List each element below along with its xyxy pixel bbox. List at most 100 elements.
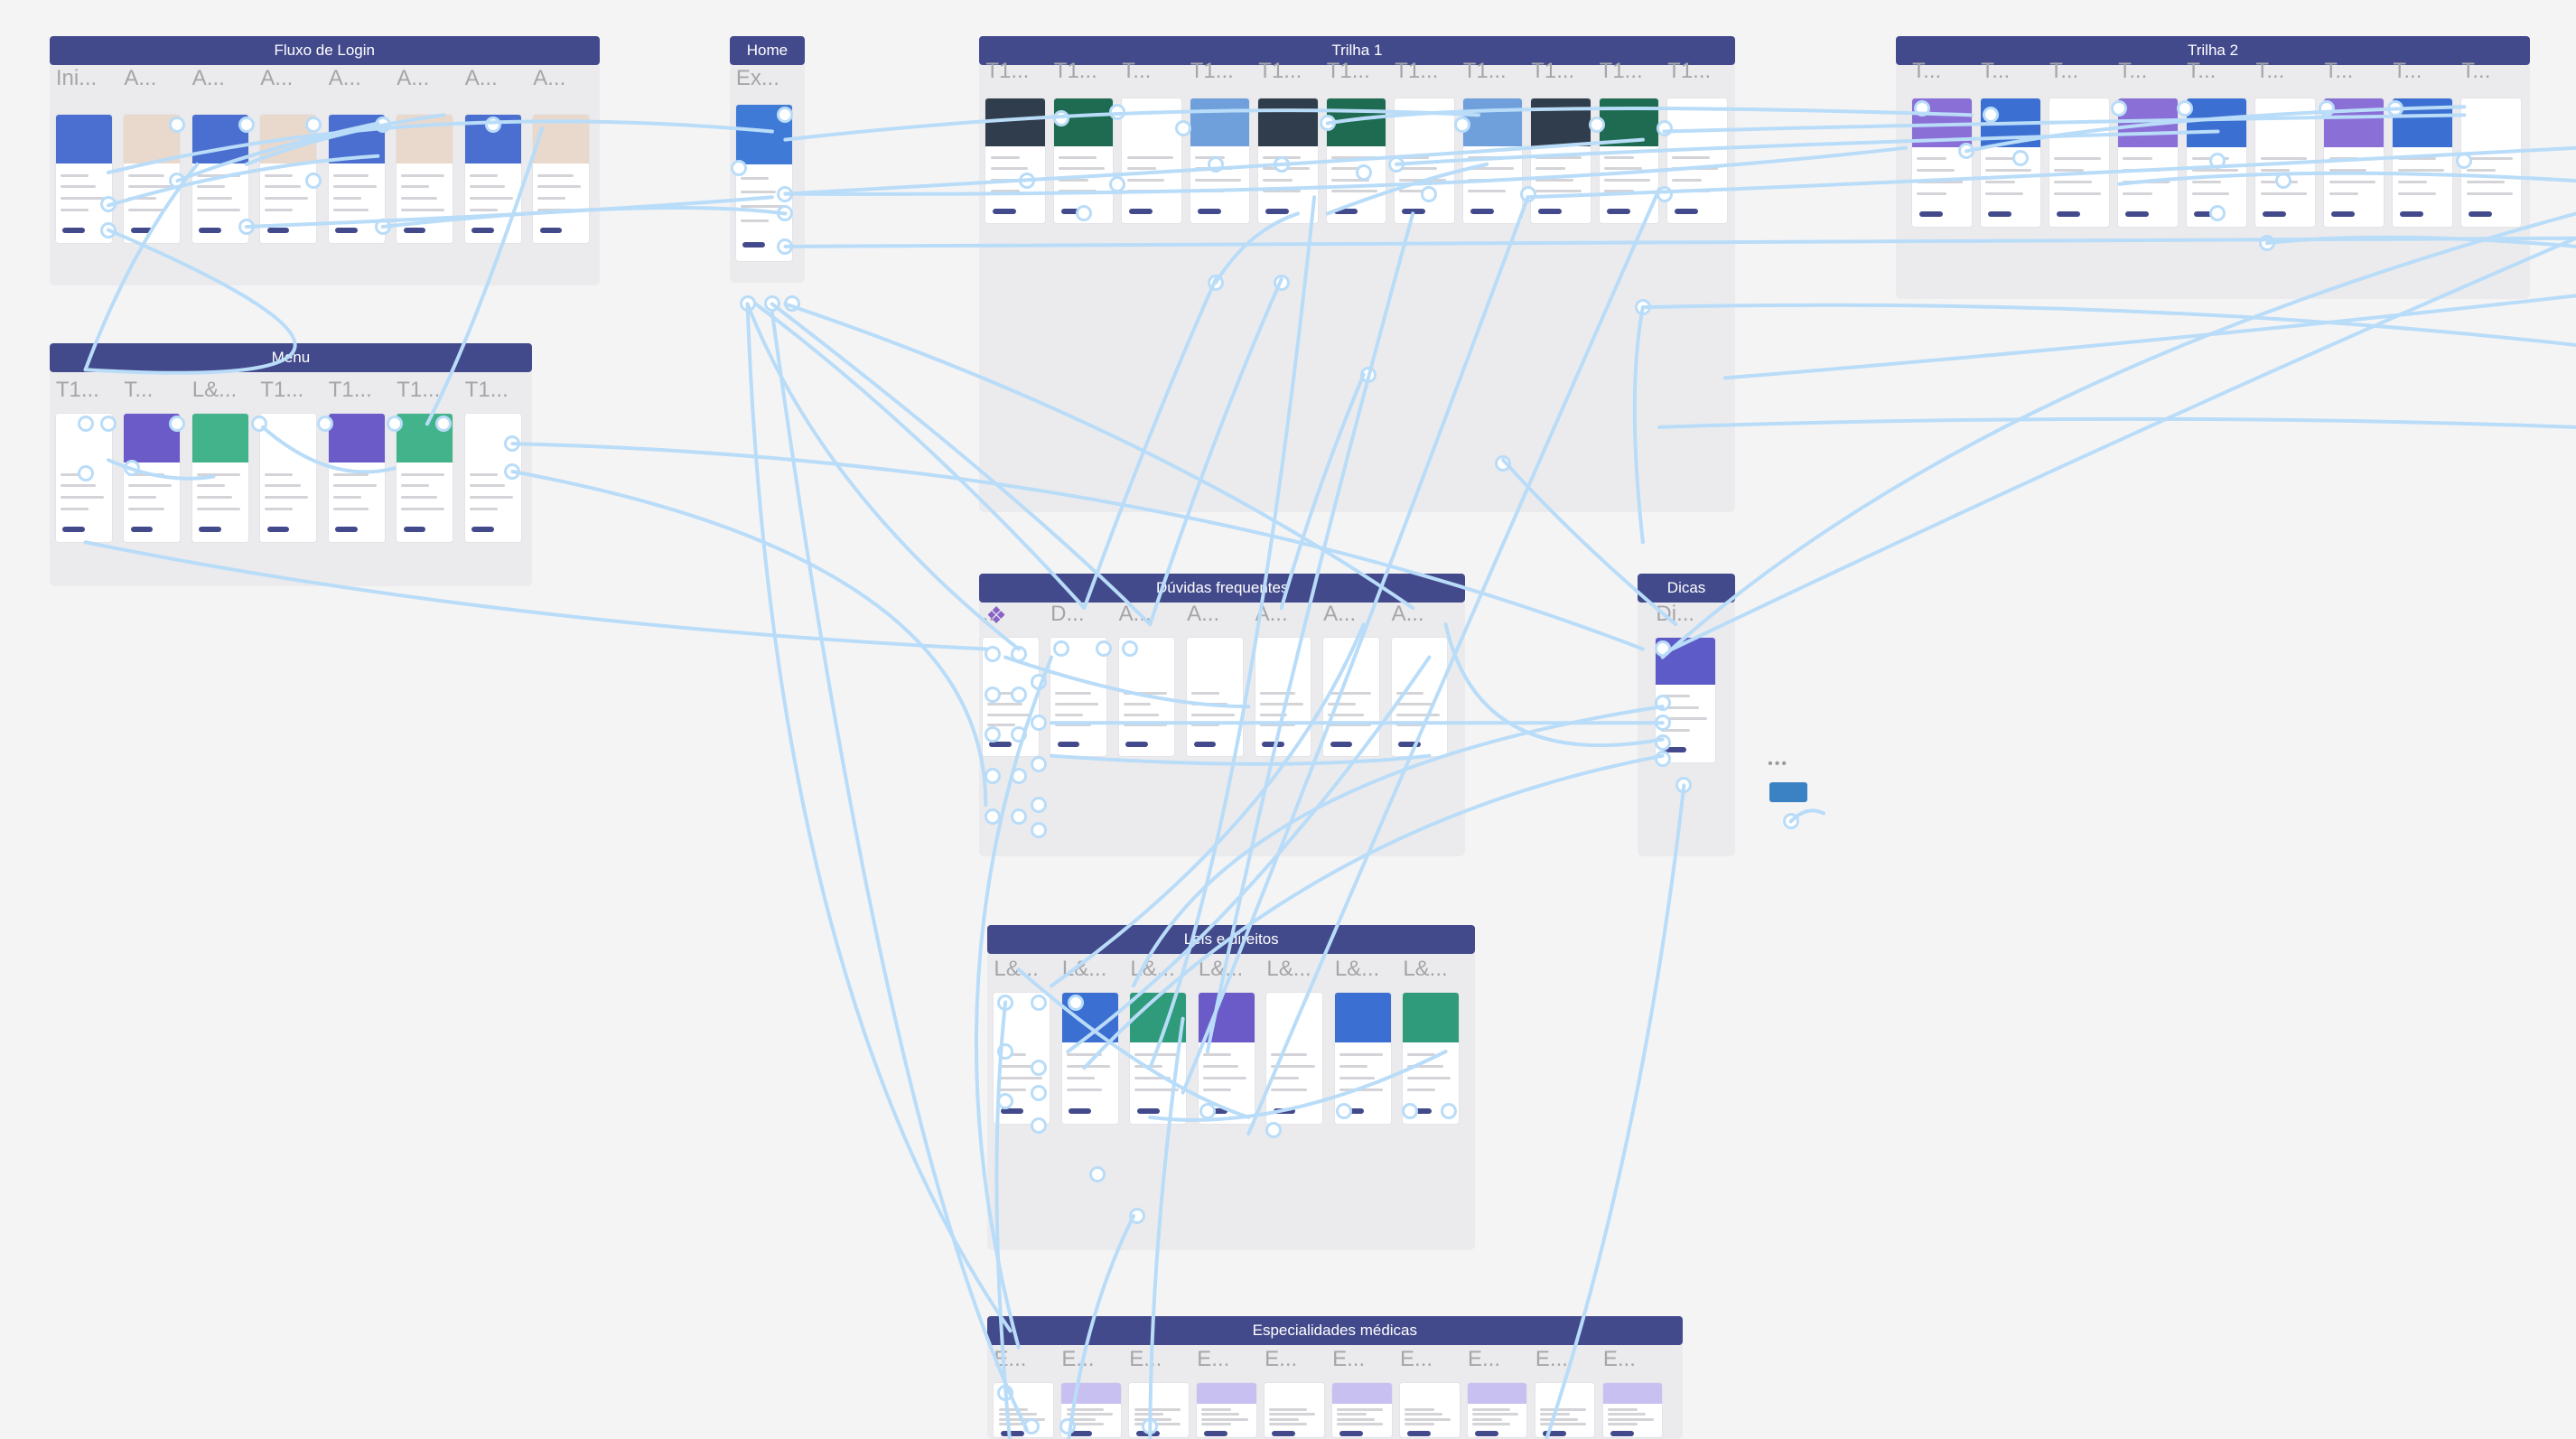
frame-label[interactable]: E...: [1535, 1347, 1568, 1372]
hotspot-circle[interactable]: [1108, 103, 1125, 120]
screen-button[interactable]: [1663, 747, 1687, 753]
screen-frame[interactable]: [1912, 98, 1972, 227]
frame-label[interactable]: D...: [1050, 601, 1085, 626]
hotspot-circle[interactable]: [1401, 1102, 1418, 1119]
screen-frame[interactable]: [397, 414, 453, 543]
hotspot-circle[interactable]: [1335, 1102, 1352, 1119]
hotspot-circle[interactable]: [1174, 119, 1191, 136]
frame-label[interactable]: A...: [328, 65, 361, 90]
hotspot-circle[interactable]: [1914, 100, 1931, 117]
frame-label[interactable]: T...: [2461, 59, 2491, 84]
frame-label[interactable]: A...: [260, 65, 294, 90]
screen-button[interactable]: [993, 208, 1017, 214]
frame-label[interactable]: A...: [1391, 601, 1424, 626]
screen-button[interactable]: [1272, 1430, 1296, 1436]
screen-button[interactable]: [2263, 210, 2287, 217]
frame-label[interactable]: L&...: [1061, 956, 1107, 981]
screen-button[interactable]: [199, 228, 221, 234]
frame-label[interactable]: T1...: [1667, 59, 1712, 84]
hotspot-circle[interactable]: [1654, 751, 1671, 768]
screen-button[interactable]: [266, 228, 290, 234]
screen-frame[interactable]: [1667, 98, 1727, 224]
frame-label[interactable]: L&...: [1266, 956, 1311, 981]
frame-label[interactable]: L&...: [1198, 956, 1244, 981]
hotspot-circle[interactable]: [1068, 994, 1085, 1011]
screen-frame[interactable]: [1187, 637, 1243, 756]
section-header[interactable]: Home: [729, 36, 806, 65]
hotspot-circle[interactable]: [77, 416, 94, 433]
hotspot-circle[interactable]: [731, 159, 748, 176]
frame-label[interactable]: T...: [2324, 59, 2354, 84]
hotspot-circle[interactable]: [997, 1092, 1014, 1109]
frame-label[interactable]: T1...: [1531, 59, 1575, 84]
hotspot-circle[interactable]: [386, 416, 403, 433]
hotspot-circle[interactable]: [1421, 185, 1438, 202]
screen-button[interactable]: [1538, 208, 1563, 214]
screen-button[interactable]: [1125, 741, 1148, 747]
hotspot-circle[interactable]: [1265, 1122, 1282, 1139]
frame-label[interactable]: T...: [1981, 59, 2011, 84]
hotspot-circle[interactable]: [1030, 1060, 1047, 1077]
screen-button[interactable]: [1273, 1107, 1296, 1114]
screen-button[interactable]: [1001, 1430, 1025, 1436]
screen-frame[interactable]: [191, 414, 248, 543]
hotspot-circle[interactable]: [984, 726, 1001, 743]
hotspot-circle[interactable]: [1453, 117, 1470, 134]
screen-button[interactable]: [1330, 741, 1353, 747]
screen-button[interactable]: [471, 527, 494, 533]
hotspot-circle[interactable]: [1010, 726, 1027, 743]
hotspot-circle[interactable]: [1656, 185, 1673, 202]
screen-button[interactable]: [742, 242, 765, 248]
hotspot-circle[interactable]: [1360, 366, 1377, 383]
frame-label[interactable]: T1...: [328, 378, 372, 403]
hotspot-circle[interactable]: [1030, 1117, 1047, 1134]
screen-frame[interactable]: [2324, 98, 2384, 227]
hotspot-circle[interactable]: [1207, 274, 1224, 291]
frame-label[interactable]: L&...: [1130, 956, 1175, 981]
hotspot-circle[interactable]: [100, 221, 117, 238]
screen-frame[interactable]: [1326, 98, 1386, 224]
frame-label[interactable]: Ini...: [55, 65, 98, 90]
hotspot-circle[interactable]: [984, 808, 1001, 825]
frame-label[interactable]: A...: [397, 65, 430, 90]
screen-frame[interactable]: [260, 414, 317, 543]
more-options-icon[interactable]: •••: [1768, 755, 1788, 771]
hotspot-circle[interactable]: [1089, 1166, 1106, 1183]
screen-frame[interactable]: [1255, 637, 1311, 756]
screen-button[interactable]: [1919, 210, 1944, 217]
frame-label[interactable]: Di...: [1656, 601, 1695, 626]
screen-frame[interactable]: [1602, 1383, 1663, 1437]
screen-button[interactable]: [1265, 208, 1290, 214]
hotspot-circle[interactable]: [1634, 299, 1651, 316]
frame-label[interactable]: T...: [2118, 59, 2148, 84]
hotspot-circle[interactable]: [374, 219, 391, 235]
frame-label[interactable]: L&...: [1334, 956, 1380, 981]
section-header[interactable]: Trilha 1: [979, 36, 1735, 65]
section-header[interactable]: Dúvidas frequentes: [979, 573, 1466, 603]
hotspot-circle[interactable]: [2177, 100, 2194, 117]
screen-frame[interactable]: [1122, 98, 1181, 224]
screen-frame[interactable]: [1467, 1383, 1527, 1437]
frame-label[interactable]: T...: [1122, 59, 1152, 84]
frame-label[interactable]: A...: [533, 65, 566, 90]
screen-frame[interactable]: [1332, 1383, 1392, 1437]
hotspot-circle[interactable]: [763, 295, 780, 313]
frame-label[interactable]: T...: [2049, 59, 2079, 84]
frame-label[interactable]: T1...: [1053, 59, 1097, 84]
screen-button[interactable]: [1606, 208, 1630, 214]
hotspot-circle[interactable]: [484, 117, 501, 134]
hotspot-circle[interactable]: [1273, 155, 1290, 173]
frame-label[interactable]: A...: [191, 65, 225, 90]
screen-button[interactable]: [1197, 208, 1221, 214]
hotspot-circle[interactable]: [1010, 767, 1027, 784]
hotspot-circle[interactable]: [984, 687, 1001, 704]
screen-button[interactable]: [1057, 741, 1080, 747]
hotspot-circle[interactable]: [1654, 734, 1671, 752]
hotspot-circle[interactable]: [1199, 1102, 1216, 1119]
screen-button[interactable]: [130, 228, 154, 234]
frame-label[interactable]: E...: [1602, 1347, 1636, 1372]
screen-frame[interactable]: [1323, 637, 1379, 756]
hotspot-circle[interactable]: [984, 645, 1001, 662]
hotspot-circle[interactable]: [1108, 175, 1125, 192]
